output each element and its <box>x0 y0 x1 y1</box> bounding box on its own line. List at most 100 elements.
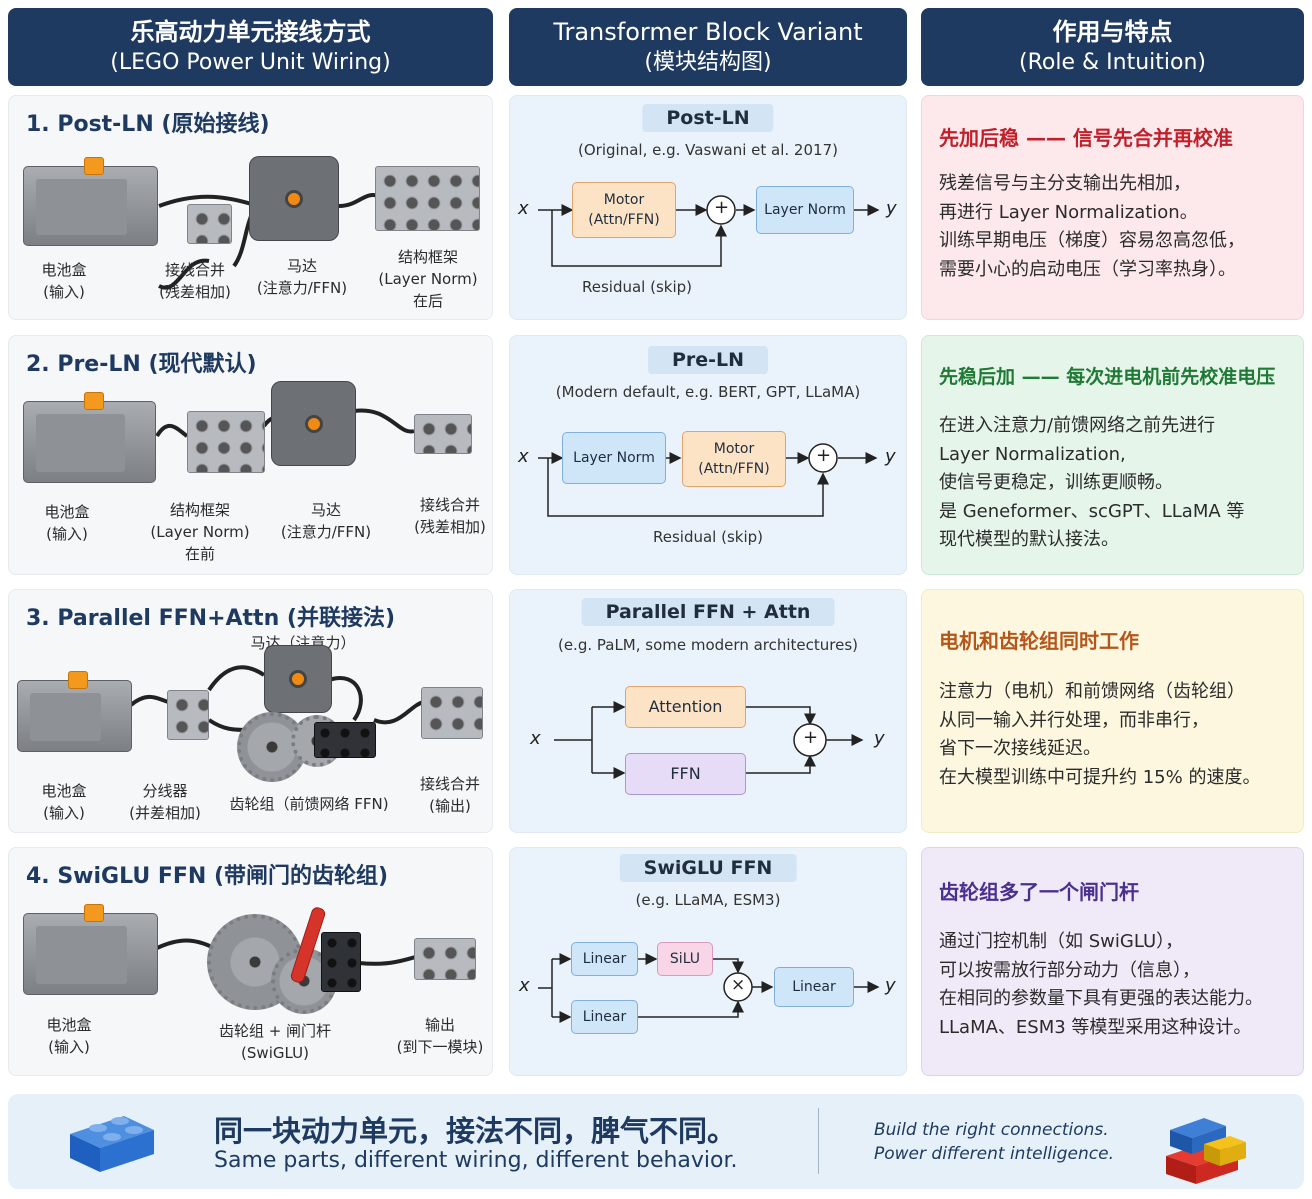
plus-node: + <box>803 727 819 748</box>
row3-role-panel: 电机和齿轮组同时工作 注意力（电机）和前馈网络（齿轮组） 从同一输入并行处理，而… <box>921 589 1304 833</box>
row1-part-label: 结构框架 (Layer Norm) 在后 <box>378 248 478 310</box>
residual-label: Residual (skip) <box>653 528 764 546</box>
row1-role-panel: 先加后稳 —— 信号先合并再校准 残差信号与主分支输出先相加， 再进行 Laye… <box>921 95 1304 320</box>
footer-tagline-2: Power different intelligence. <box>874 1144 1114 1164</box>
splitter-icon <box>167 690 209 740</box>
header-role-subtitle: (Role & Intuition) <box>1019 50 1206 75</box>
multiply-node: × <box>731 975 746 995</box>
row2-part-label: 接线合并 (残差相加) <box>414 496 486 536</box>
battery-box-icon <box>17 671 132 752</box>
diagram-arrows <box>554 701 864 779</box>
row4-lego-panel: 4. SwiGLU FFN (带闸门的齿轮组) 电池盒 (输入) 齿轮组 + 闸… <box>8 847 493 1076</box>
row1-role-heading: 先加后稳 —— 信号先合并再校准 <box>939 126 1233 150</box>
footer-divider <box>818 1108 819 1174</box>
header-variant: Transformer Block Variant (模块结构图) <box>509 8 907 86</box>
stacked-bricks-icon <box>1166 1118 1246 1184</box>
diagram-arrows <box>538 953 880 1023</box>
header-wiring: 乐高动力单元接线方式 (LEGO Power Unit Wiring) <box>8 8 493 86</box>
row4-role-panel: 齿轮组多了一个闸门杆 通过门控机制（如 SwiGLU）， 可以按需放行部分动力（… <box>921 847 1304 1076</box>
row3-diagram-panel: Parallel FFN + Attn (e.g. PaLM, some mod… <box>509 589 907 833</box>
output-y: y <box>886 198 897 219</box>
motor-icon <box>264 645 332 713</box>
layer-norm-box: Layer Norm <box>562 432 666 484</box>
layer-norm-box: Layer Norm <box>756 186 854 234</box>
row2-role-heading: 先稳后加 —— 每次进电机前先校准电压 <box>939 366 1276 388</box>
motor-box: Motor (Attn/FFN) <box>682 431 786 487</box>
row2-role-panel: 先稳后加 —— 每次进电机前先校准电压 在进入注意力/前馈网络之前先进行 Lay… <box>921 335 1304 575</box>
row1-part-label: 电池盒 (输入) <box>41 261 87 301</box>
row3-title: 3. Parallel FFN+Attn (并联接法) <box>26 606 395 631</box>
merge-connector-icon <box>187 204 232 244</box>
row3-role-heading: 电机和齿轮组同时工作 <box>939 629 1139 653</box>
header-variant-subtitle: (模块结构图) <box>644 50 772 75</box>
battery-box-icon <box>23 904 158 995</box>
row4-title: 4. SwiGLU FFN (带闸门的齿轮组) <box>26 864 389 889</box>
row3-part-label: 分线器 (并差相加) <box>129 782 201 822</box>
input-x: x <box>518 446 529 467</box>
frame-brick-icon <box>375 166 480 231</box>
footer-banner: 同一块动力单元，接法不同，脾气不同。 Same parts, different… <box>8 1094 1304 1189</box>
beam-icon <box>321 932 361 992</box>
row4-part-label: 齿轮组 + 闸门杆 (SwiGLU) <box>218 1022 332 1062</box>
row2-role-body: 在进入注意力/前馈网络之前先进行 Layer Normalization, 使信… <box>939 415 1245 550</box>
output-y: y <box>885 975 896 996</box>
row2-part-label: 结构框架 (Layer Norm) 在前 <box>150 501 250 563</box>
header-wiring-title: 乐高动力单元接线方式 <box>130 18 371 46</box>
motor-box: Motor (Attn/FFN) <box>572 182 676 238</box>
beam-icon <box>314 722 376 758</box>
row1-title: 1. Post-LN (原始接线) <box>26 112 270 137</box>
blue-brick-icon <box>70 1116 154 1172</box>
row2-lego-panel: 2. Pre-LN (现代默认) 电池盒 (输入) 结构框架 (Layer No… <box>8 335 493 575</box>
silu-box: SiLU <box>657 942 713 976</box>
header-wiring-subtitle: (LEGO Power Unit Wiring) <box>110 50 391 75</box>
row2-diagram-panel: Pre-LN (Modern default, e.g. BERT, GPT, … <box>509 335 907 575</box>
linear-box: Linear <box>571 942 638 976</box>
input-x: x <box>519 975 530 996</box>
residual-label: Residual (skip) <box>582 278 693 296</box>
header-role-title: 作用与特点 <box>1052 18 1173 46</box>
row3-role-body: 注意力（电机）和前馈网络（齿轮组） 从同一输入并行处理，而非串行， 省下一次接线… <box>939 681 1261 788</box>
row2-title: 2. Pre-LN (现代默认) <box>26 352 257 377</box>
input-x: x <box>518 198 529 219</box>
diagram-title: SwiGLU FFN <box>619 854 797 882</box>
row1-role-body: 残差信号与主分支输出先相加， 再进行 Layer Normalization。 … <box>939 173 1245 280</box>
diagram-title: Parallel FFN + Attn <box>581 598 835 626</box>
footer-sub-text: Same parts, different wiring, different … <box>214 1148 738 1173</box>
ffn-box: FFN <box>625 753 746 795</box>
diagram-subtitle: (Modern default, e.g. BERT, GPT, LLaMA) <box>555 383 861 401</box>
merge-connector-icon <box>421 687 483 739</box>
input-x: x <box>530 728 541 749</box>
header-role: 作用与特点 (Role & Intuition) <box>921 8 1304 86</box>
output-y: y <box>885 446 896 467</box>
row4-role-heading: 齿轮组多了一个闸门杆 <box>939 880 1139 904</box>
row4-part-label: 输出 (到下一模块) <box>396 1016 484 1056</box>
row3-part-label: 齿轮组（前馈网络 FFN) <box>229 795 389 813</box>
row2-part-label: 电池盒 (输入) <box>44 503 90 543</box>
row4-part-label: 电池盒 (输入) <box>46 1016 92 1056</box>
motor-icon <box>271 381 356 466</box>
row3-part-label: 接线合并 (输出) <box>419 775 481 815</box>
linear-box: Linear <box>571 1000 638 1034</box>
footer-bricks <box>70 1116 1246 1184</box>
plus-node: + <box>816 445 832 466</box>
row4-diagram-panel: SwiGLU FFN (e.g. LLaMA, ESM3) x y × Line… <box>509 847 907 1076</box>
header-variant-title: Transformer Block Variant <box>553 18 863 46</box>
diagram-title: Pre-LN <box>647 346 769 374</box>
row3-lego-panel: 3. Parallel FFN+Attn (并联接法) 马达（注意力） 电池盒 … <box>8 589 493 833</box>
diagram-subtitle: (e.g. LLaMA, ESM3) <box>635 891 781 909</box>
row1-lego-panel: 1. Post-LN (原始接线) 电池盒 (输入) 接线合并 (残差相加) 马… <box>8 95 493 320</box>
row4-role-body: 通过门控机制（如 SwiGLU）， 可以按需放行部分动力（信息）， 在相同的参数… <box>939 931 1263 1038</box>
row1-part-label: 马达 (注意力/FFN) <box>256 257 348 297</box>
diagram-arrows <box>538 195 880 267</box>
diagram-title: Post-LN <box>642 104 774 132</box>
row3-part-label: 电池盒 (输入) <box>41 782 87 822</box>
motor-icon <box>249 156 339 241</box>
diagram-arrows <box>538 443 878 517</box>
output-y: y <box>874 728 885 749</box>
row2-part-label: 马达 (注意力/FFN) <box>280 501 372 541</box>
frame-brick-icon <box>187 411 265 473</box>
footer-main-text: 同一块动力单元，接法不同，脾气不同。 <box>214 1114 737 1148</box>
battery-box-icon <box>23 392 156 483</box>
row1-diagram-panel: Post-LN (Original, e.g. Vaswani et al. 2… <box>509 95 907 320</box>
attention-box: Attention <box>625 686 746 728</box>
